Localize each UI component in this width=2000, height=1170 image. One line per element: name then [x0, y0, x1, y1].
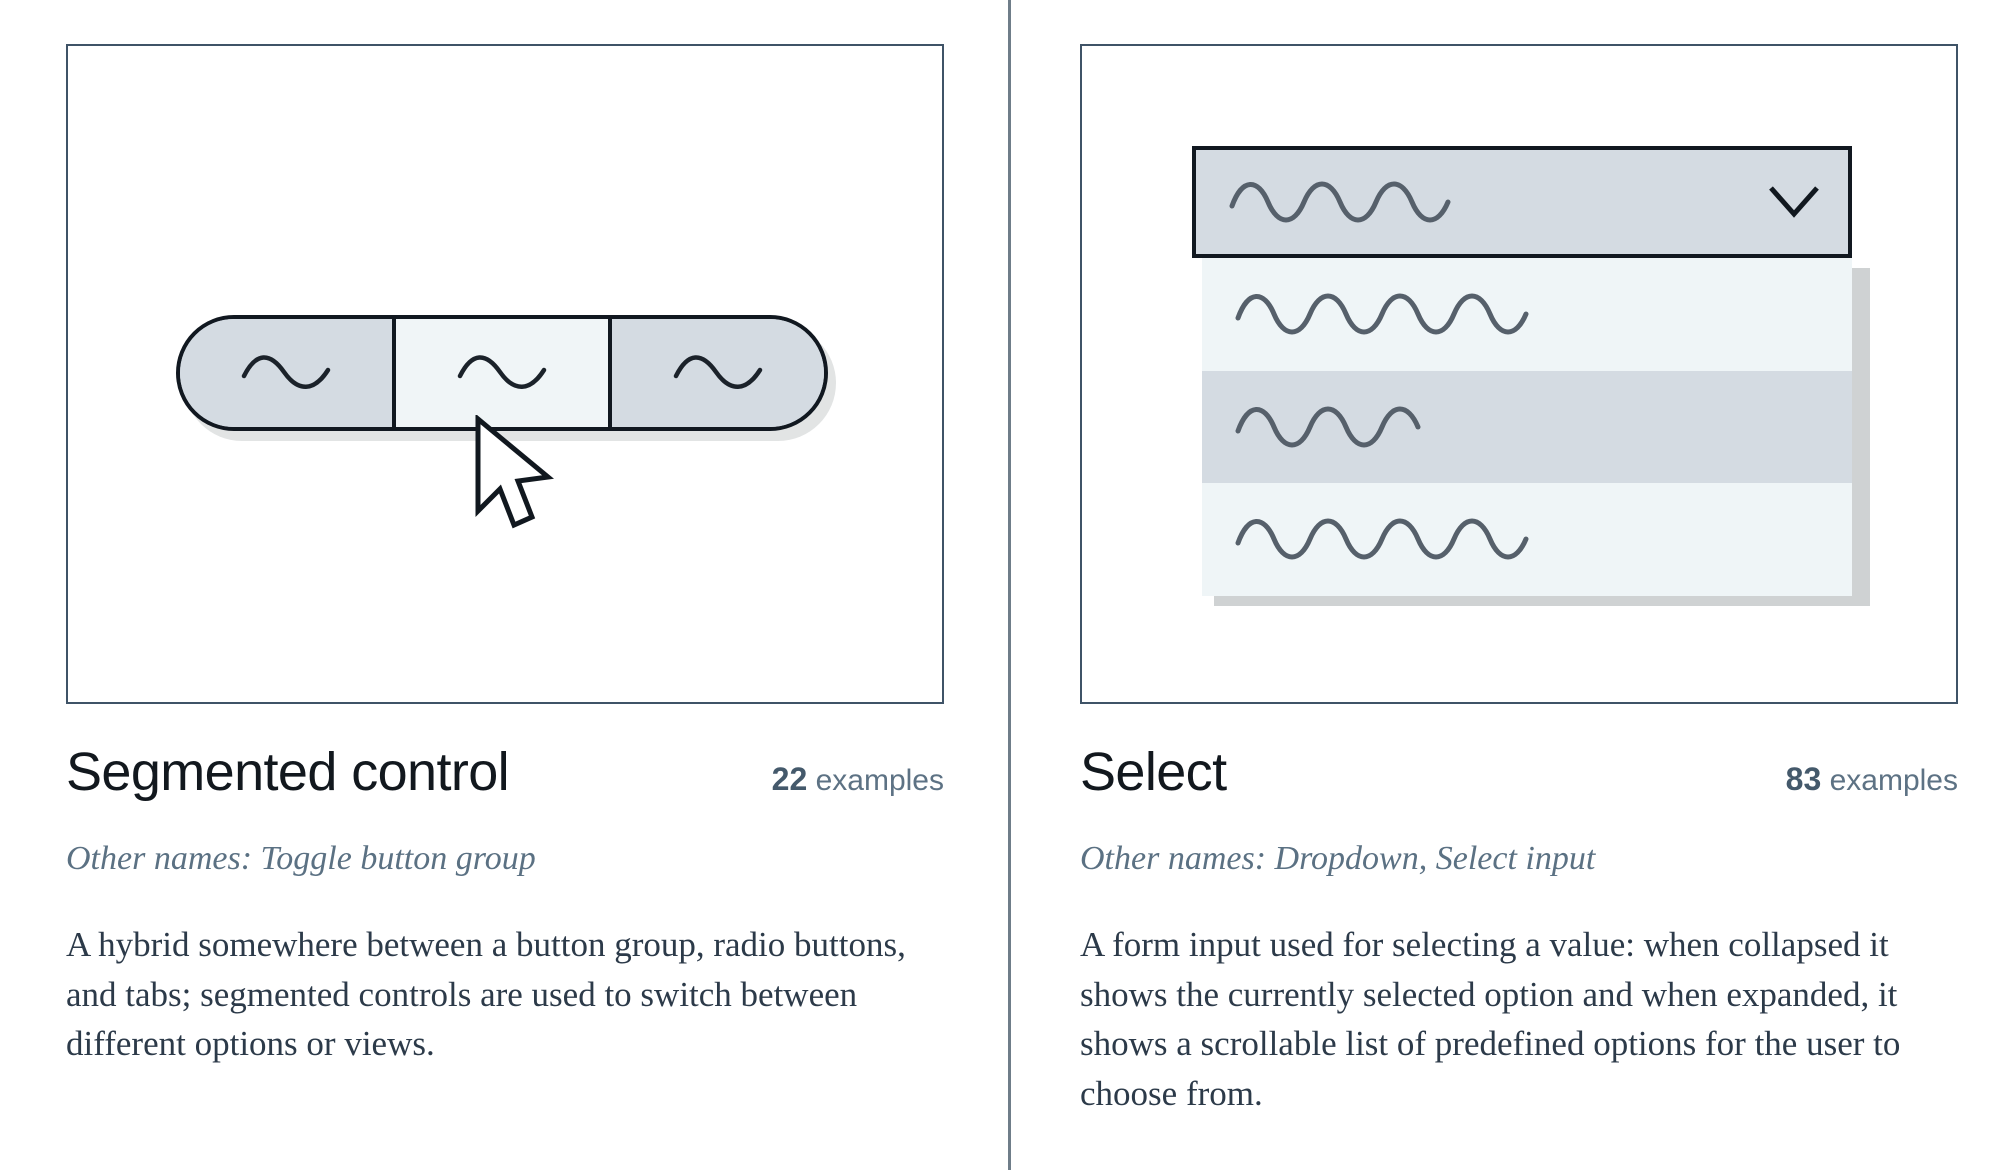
illustration-frame-segmented-control — [66, 44, 944, 704]
select-option-2[interactable] — [1202, 370, 1852, 484]
column-divider — [1008, 0, 1011, 1170]
squiggle-icon — [1235, 294, 1529, 335]
arrow-cursor — [475, 415, 554, 529]
description-text: A hybrid somewhere between a button grou… — [66, 925, 906, 1064]
segmented-control[interactable] — [176, 315, 828, 431]
other-names-text: Other names: Dropdown, Select input — [1080, 840, 1596, 877]
select-option-3[interactable] — [1202, 483, 1852, 596]
squiggle-icon — [1235, 406, 1421, 448]
select-option-1[interactable] — [1202, 258, 1852, 371]
caption-header: Select 83 examples — [1080, 744, 1958, 802]
caption-select: Select 83 examples Other names: Dropdown… — [1080, 704, 1958, 1119]
examples-count-label: 83 examples — [1786, 761, 1958, 802]
description-text: A form input used for selecting a value:… — [1080, 925, 1901, 1114]
segmented-control-illustration — [172, 311, 842, 511]
caption-header: Segmented control 22 examples — [66, 744, 944, 802]
examples-count-number: 83 — [1785, 761, 1822, 797]
examples-count-number: 22 — [771, 761, 808, 797]
page-title: Segmented control — [66, 742, 510, 802]
squiggle-icon — [1235, 519, 1529, 560]
segment-3[interactable] — [608, 319, 824, 427]
page-title: Select — [1080, 742, 1227, 802]
examples-count-word: examples — [815, 764, 944, 797]
component-card-segmented-control[interactable]: Segmented control 22 examples Other name… — [66, 0, 946, 1170]
segment-2[interactable] — [392, 319, 608, 427]
select-option-list[interactable] — [1202, 258, 1852, 596]
caption-segmented-control: Segmented control 22 examples Other name… — [66, 704, 944, 1069]
squiggle-icon — [241, 355, 331, 389]
segment-1[interactable] — [180, 319, 392, 427]
component-card-select[interactable]: Select 83 examples Other names: Dropdown… — [1080, 0, 1960, 1170]
select-field-collapsed[interactable] — [1192, 146, 1852, 258]
other-names-text: Other names: Toggle button group — [66, 840, 536, 877]
select-illustration — [1192, 146, 1872, 606]
examples-count-word: examples — [1829, 764, 1958, 797]
squiggle-icon — [1229, 181, 1451, 223]
chevron-down-icon[interactable] — [1766, 182, 1822, 222]
examples-count-label: 22 examples — [772, 761, 944, 802]
squiggle-icon — [457, 355, 547, 389]
illustration-frame-select — [1080, 44, 1958, 704]
squiggle-icon — [673, 355, 763, 389]
